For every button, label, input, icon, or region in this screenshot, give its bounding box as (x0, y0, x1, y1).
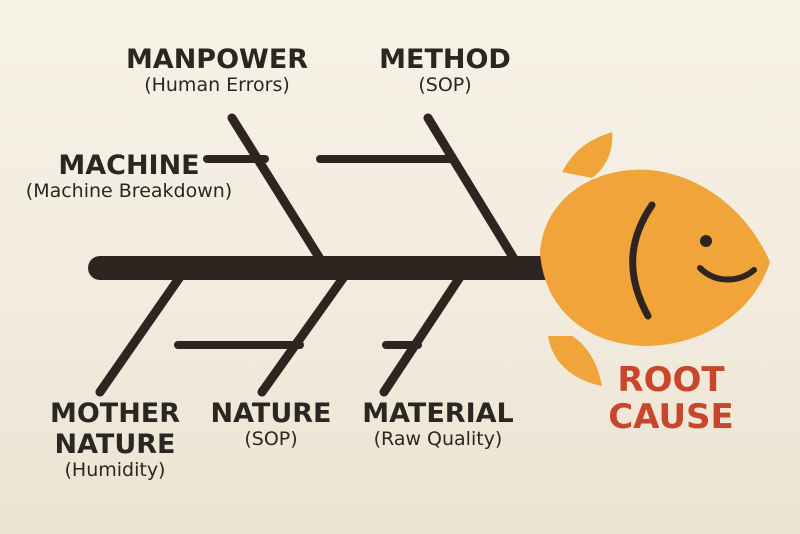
bone-manpower (227, 113, 327, 267)
bone-mother-nature (95, 269, 187, 397)
category-detail: (SOP) (418, 74, 472, 97)
fish-bottom-fin (548, 336, 602, 386)
category-detail: (SOP) (244, 428, 298, 451)
root-cause-line1: ROOT (617, 360, 725, 400)
category-material: MATERIAL (Raw Quality) (348, 398, 528, 451)
bone-material (379, 269, 467, 397)
fish-top-fin (562, 132, 613, 178)
root-cause-line2: CAUSE (608, 396, 734, 437)
category-mother-nature: MOTHER NATURE (Humidity) (30, 398, 200, 482)
category-manpower: MANPOWER (Human Errors) (117, 44, 317, 97)
bone-method (423, 113, 521, 267)
category-title: NATURE (210, 398, 332, 429)
fish-gill-line (629, 201, 656, 320)
category-title-line2: NATURE (54, 429, 176, 461)
category-detail: (Machine Breakdown) (25, 180, 233, 203)
category-title: MACHINE (58, 150, 200, 181)
root-cause-label: ROOT CAUSE (596, 362, 746, 435)
category-title: METHOD (379, 44, 511, 75)
category-detail: (Human Errors) (144, 74, 290, 97)
category-method: METHOD (SOP) (360, 44, 530, 97)
category-detail: (Raw Quality) (373, 428, 503, 451)
fish-smile (697, 265, 757, 283)
category-machine: MACHINE (Machine Breakdown) (0, 150, 258, 203)
bone-nature (257, 269, 351, 397)
fish-head-icon (540, 132, 770, 386)
category-title-line1: MOTHER (49, 398, 181, 429)
category-nature: NATURE (SOP) (196, 398, 346, 451)
category-title: MANPOWER (125, 44, 309, 75)
category-detail: (Humidity) (64, 459, 166, 482)
fish-eye-icon (700, 235, 712, 247)
category-title: MATERIAL (362, 398, 514, 429)
fish-body (540, 169, 770, 346)
